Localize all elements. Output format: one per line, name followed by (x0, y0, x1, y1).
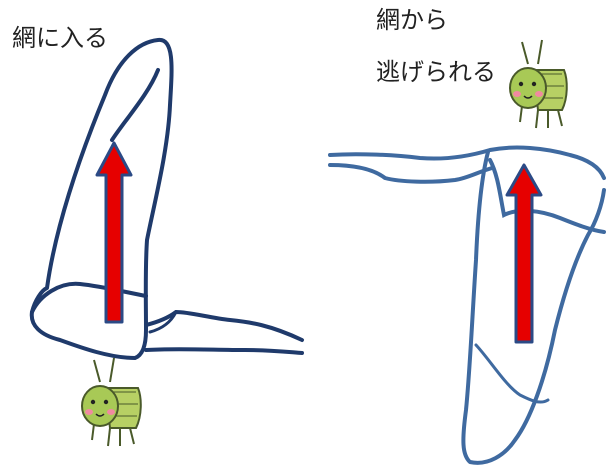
arrow-left-shape (97, 143, 131, 322)
label-escape-net-line1: 網から (376, 8, 448, 32)
net-left (32, 40, 302, 358)
arrow-right (507, 165, 541, 342)
net-left-tail-bottom (146, 349, 302, 353)
arrow-left (97, 143, 131, 322)
label-enter-net: 網に入る (12, 26, 108, 50)
grasshopper-icon (510, 40, 567, 128)
net-left-inner-curve (32, 284, 146, 312)
net-right-under-edge (330, 165, 492, 182)
net-right-funnel (463, 152, 604, 463)
arrow-right-shape (507, 165, 541, 342)
grasshopper-icon (82, 358, 141, 446)
net-right-top-edge (330, 148, 604, 178)
net-left-inner-ridge (112, 70, 158, 140)
label-escape-net-line2: 逃げられる (376, 60, 496, 84)
net-right (330, 148, 604, 463)
net-left-tail-top (146, 312, 302, 340)
